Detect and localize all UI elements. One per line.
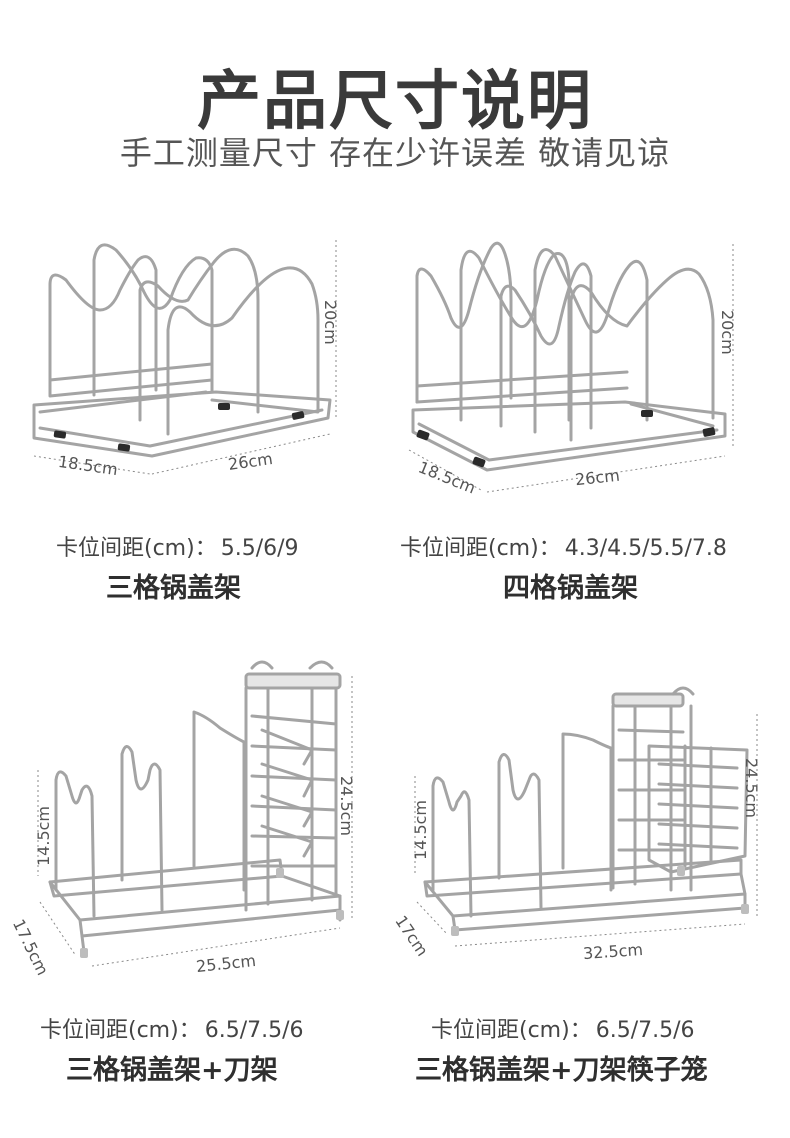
slot-spacing-label: 卡位间距(cm)： — [40, 1018, 201, 1043]
slot-spacing-value: 5.5/6/9 — [220, 536, 299, 561]
slot-spacing-value: 6.5/7.5/6 — [595, 1018, 695, 1043]
height-label: 20cm — [321, 300, 340, 345]
low-height-label: 14.5cm — [411, 799, 430, 860]
product-name: 四格锅盖架 — [503, 573, 638, 604]
slot-spacing-value: 4.3/4.5/5.5/7.8 — [564, 536, 727, 561]
product-card-four-slot: 20cm 18.5cm 26cm 卡位间距(cm)：4.3/4.5/5.5/7.… — [395, 0, 790, 620]
product-card-three-slot: 20cm 18.5cm 26cm 卡位间距(cm)：5.5/6/9 三格锅盖架 — [0, 0, 395, 620]
lid-knife-rack-image — [37, 660, 353, 967]
lid-knife-chopstick-rack-image — [414, 686, 758, 947]
slot-spacing-value: 6.5/7.5/6 — [204, 1018, 304, 1043]
three-slot-rack-image — [32, 240, 337, 475]
rubber-foot-group — [80, 868, 344, 958]
slot-spacing: 卡位间距(cm)：4.3/4.5/5.5/7.8 — [400, 530, 727, 562]
height-label: 24.5cm — [337, 776, 356, 837]
slot-spacing: 卡位间距(cm)：5.5/6/9 — [56, 530, 299, 562]
slot-spacing-label: 卡位间距(cm)： — [56, 536, 217, 561]
slot-spacing-label: 卡位间距(cm)： — [431, 1018, 592, 1043]
height-label: 20cm — [718, 310, 737, 355]
rubber-foot-group — [416, 410, 716, 468]
rubber-foot-group — [451, 866, 749, 936]
rubber-foot-group — [53, 403, 305, 452]
slot-spacing-label: 卡位间距(cm)： — [400, 536, 561, 561]
slot-spacing: 卡位间距(cm)：6.5/7.5/6 — [40, 1012, 304, 1044]
low-height-label: 14.5cm — [34, 805, 53, 866]
page-subtitle: 手工测量尺寸 存在少许误差 敬请见谅 — [119, 134, 671, 172]
product-name: 三格锅盖架+刀架 — [66, 1055, 278, 1086]
product-name: 三格锅盖架 — [106, 573, 241, 604]
product-card-lid-knife-chopstick: 24.5cm 14.5cm 17cm 32.5cm 卡位间距(cm)：6.5/7… — [391, 620, 790, 1138]
four-slot-rack-image — [408, 241, 734, 493]
height-label: 24.5cm — [742, 758, 761, 819]
product-card-lid-knife: 24.5cm 14.5cm 17.5cm 25.5cm 卡位间距(cm)：6.5… — [0, 620, 395, 1138]
page-title: 产品尺寸说明 — [197, 65, 593, 139]
product-name: 三格锅盖架+刀架筷子笼 — [415, 1055, 708, 1086]
slot-spacing: 卡位间距(cm)：6.5/7.5/6 — [431, 1012, 695, 1044]
